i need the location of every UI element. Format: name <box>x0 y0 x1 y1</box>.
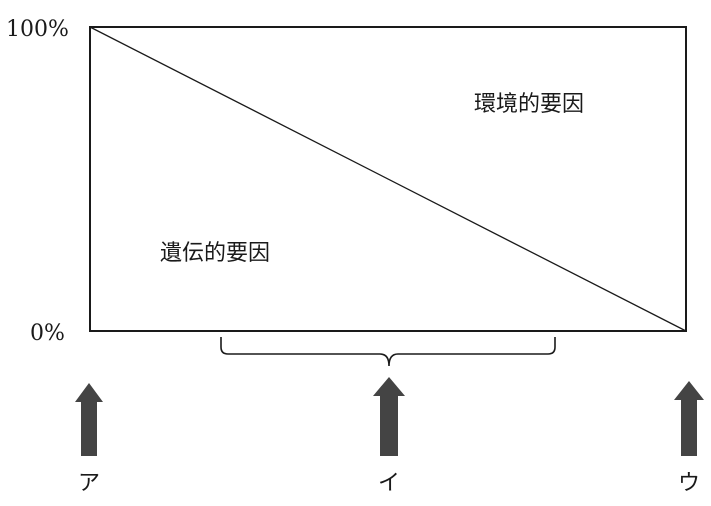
arrow-u <box>674 381 704 456</box>
marker-label-u: ウ <box>678 471 700 496</box>
genetic-factor-label: 遺伝的要因 <box>160 241 270 266</box>
arrow-i <box>373 377 405 456</box>
axis-label-0-percent: 0% <box>30 321 65 346</box>
up-arrow-icon <box>373 377 405 456</box>
up-arrow-icon <box>75 383 103 456</box>
axis-label-100-percent: 100% <box>6 17 69 42</box>
range-brace <box>220 337 556 367</box>
marker-label-a: ア <box>78 471 100 496</box>
marker-label-i: イ <box>378 471 400 496</box>
up-arrow-icon <box>674 381 704 456</box>
arrow-a <box>75 383 103 456</box>
environmental-factor-label: 環境的要因 <box>474 92 584 117</box>
diagonal-divider <box>89 26 687 332</box>
proportion-box <box>89 26 687 332</box>
